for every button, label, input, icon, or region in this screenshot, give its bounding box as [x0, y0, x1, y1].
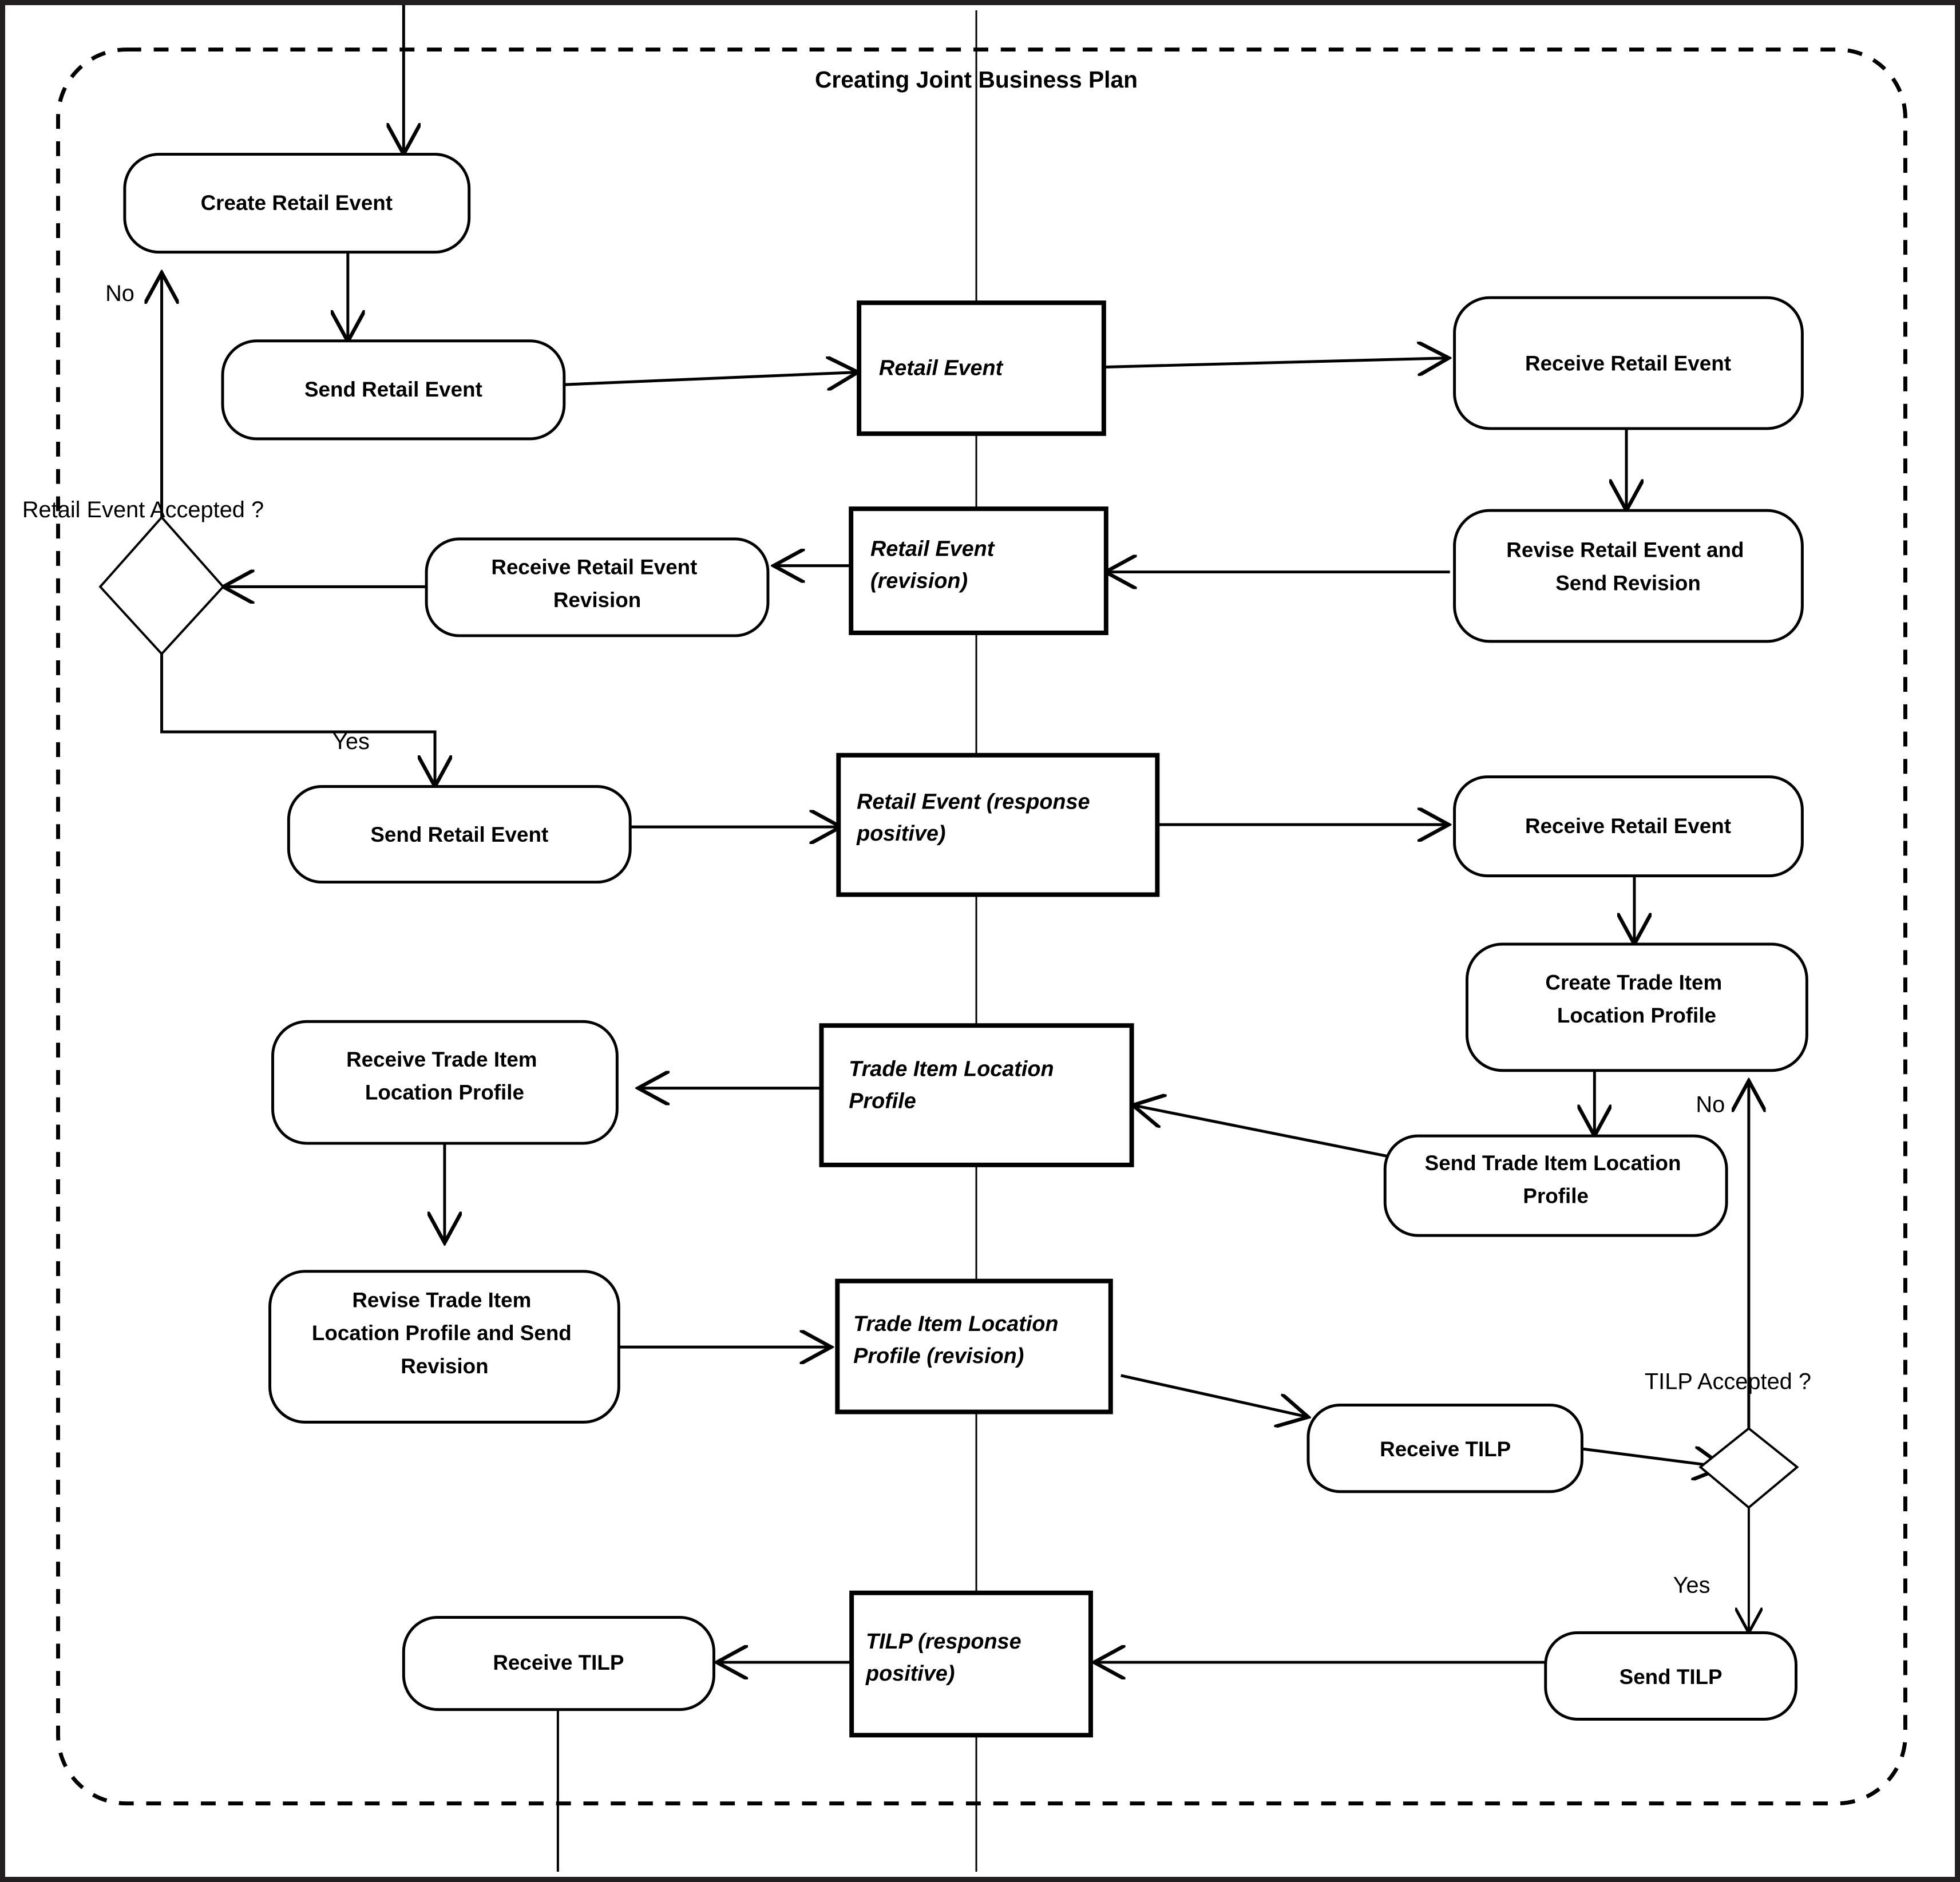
- svg-text:TILP (response positive): TILP (response positive): [865, 1630, 1027, 1686]
- svg-text:Trade Item Location Prof: Trade Item Location Profile (revision): [853, 1312, 1064, 1368]
- edge-object-to-receive-retail-event: [1104, 358, 1449, 367]
- object-retail-event-response[interactable]: Retail Event (response positive): [836, 752, 1160, 897]
- svg-text:Send TILP: Send TILP: [1620, 1665, 1723, 1689]
- object-retail-event[interactable]: Retail Event: [857, 300, 1106, 436]
- svg-text:Create Retail Event: Create Retail Event: [201, 191, 393, 215]
- activity-receive-tilp-1[interactable]: Receive TILP: [1306, 1404, 1583, 1493]
- activity-revise-tilp[interactable]: Revise Trade Item Location Profile and S…: [268, 1270, 620, 1424]
- guard-tilp-no: No: [1696, 1092, 1725, 1117]
- svg-text:Receive Trade Item Locat: Receive Trade Item Location Profile: [346, 1048, 543, 1104]
- edge-decision-yes-to-send-retail-event: [160, 653, 435, 787]
- edge-tilp-revision-to-receive-tilp-1: [1120, 1374, 1308, 1417]
- object-tilp[interactable]: Trade Item Location Profile: [819, 1023, 1134, 1167]
- svg-text:Receive Retail Event: Receive Retail Event: [1525, 814, 1731, 838]
- svg-text:Receive Retail Event Rev: Receive Retail Event Revision: [491, 556, 703, 612]
- svg-text:Trade Item Location Prof: Trade Item Location Profile: [849, 1057, 1060, 1114]
- activity-diagram-svg: Creating Joint Business Plan: [22, 5, 1907, 1872]
- object-tilp-response[interactable]: TILP (response positive): [849, 1590, 1093, 1738]
- activity-receive-retail-event-2[interactable]: Receive Retail Event: [1453, 775, 1804, 878]
- svg-text:Send Trade Item Location: Send Trade Item Location Profile: [1425, 1151, 1687, 1208]
- guard-retail-yes: Yes: [332, 729, 370, 754]
- activity-receive-tilp-2[interactable]: Receive TILP: [402, 1616, 715, 1711]
- activity-create-tilp[interactable]: Create Trade Item Location Profile: [1466, 942, 1808, 1072]
- svg-text:Retail Event: Retail Event: [879, 356, 1004, 380]
- diagram-title: Creating Joint Business Plan: [815, 66, 1138, 93]
- activity-send-retail-event-1[interactable]: Send Retail Event: [221, 339, 566, 441]
- svg-text:Revise Retail Event and: Revise Retail Event and Send Revision: [1506, 538, 1749, 595]
- edge-receive-tilp-1-to-decision: [1582, 1449, 1724, 1467]
- svg-text:Send Retail Event: Send Retail Event: [304, 378, 482, 401]
- activity-receive-tilp-full[interactable]: Receive Trade Item Location Profile: [271, 1020, 619, 1145]
- decision-tilp-accepted[interactable]: [1698, 1427, 1799, 1509]
- edge-send-retail-event-to-object: [561, 372, 858, 385]
- svg-text:Receive TILP: Receive TILP: [1380, 1437, 1511, 1461]
- svg-text:Receive TILP: Receive TILP: [493, 1651, 624, 1674]
- svg-text:Receive Retail Event: Receive Retail Event: [1525, 351, 1731, 375]
- activity-receive-retail-event-revision[interactable]: Receive Retail Event Revision: [425, 537, 770, 637]
- guard-retail-no: No: [105, 281, 134, 306]
- decision-tilp-question: TILP Accepted ?: [1645, 1369, 1811, 1394]
- svg-text:Create Trade Item Locati: Create Trade Item Location Profile: [1545, 971, 1728, 1028]
- activity-send-tilp-full[interactable]: Send Trade Item Location Profile: [1383, 1134, 1728, 1237]
- object-retail-event-revision[interactable]: Retail Event (revision): [849, 506, 1108, 635]
- activity-send-retail-event-2[interactable]: Send Retail Event: [287, 785, 632, 884]
- activity-frame: [56, 47, 1907, 1806]
- guard-tilp-yes: Yes: [1673, 1573, 1710, 1598]
- activity-receive-retail-event-1[interactable]: Receive Retail Event: [1453, 296, 1804, 430]
- svg-text:Retail Event (revision): Retail Event (revision): [870, 537, 1000, 593]
- activity-revise-retail-event[interactable]: Revise Retail Event and Send Revision: [1453, 509, 1804, 643]
- svg-text:Retail Event (response p: Retail Event (response positive): [856, 790, 1096, 846]
- decision-retail-question: Retail Event Accepted ?: [22, 497, 264, 522]
- object-tilp-revision[interactable]: Trade Item Location Profile (revision): [835, 1278, 1113, 1415]
- activity-send-tilp[interactable]: Send TILP: [1544, 1631, 1797, 1721]
- decision-retail-event-accepted[interactable]: [98, 516, 225, 656]
- svg-text:Send Retail Event: Send Retail Event: [370, 823, 548, 846]
- svg-text:Revise Trade Item Locati: Revise Trade Item Location Profile and S…: [312, 1288, 577, 1377]
- activity-create-retail-event[interactable]: Create Retail Event: [123, 153, 471, 254]
- edge-send-tilp-full-to-tilp-object: [1133, 1105, 1389, 1158]
